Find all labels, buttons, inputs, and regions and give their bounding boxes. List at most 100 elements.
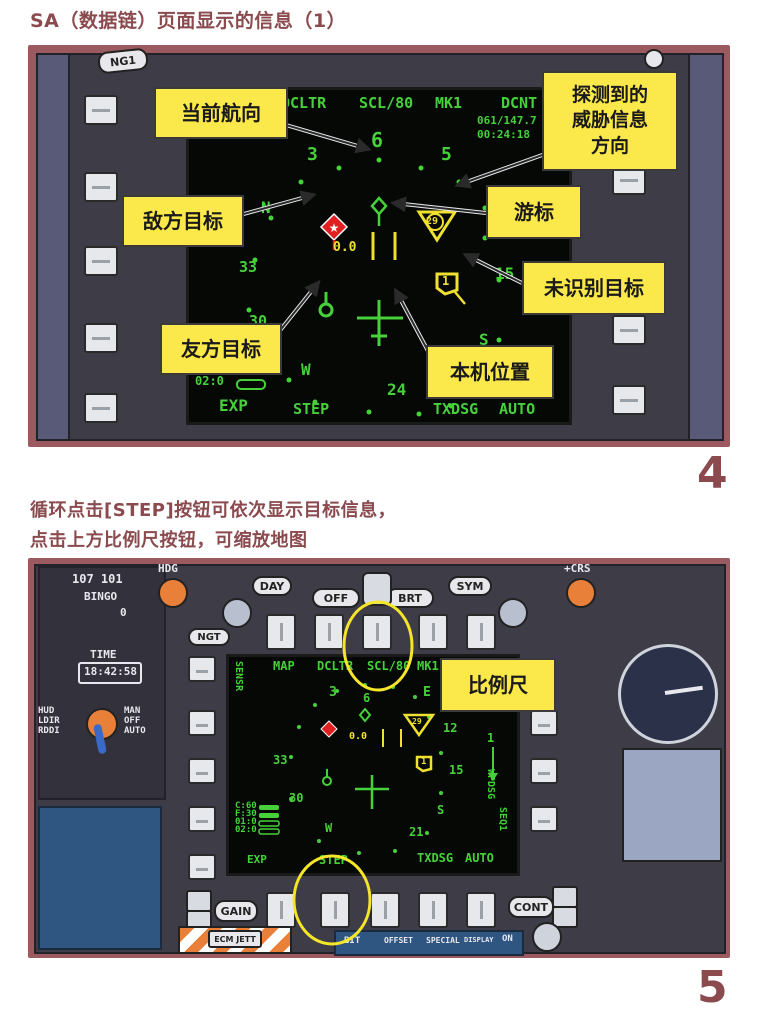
- mk-label-b[interactable]: MK1: [417, 659, 439, 673]
- compass-w: W: [301, 360, 311, 379]
- dcltr-label-b[interactable]: DCLTR: [317, 659, 354, 673]
- sensr-label[interactable]: SENSR: [233, 661, 244, 692]
- bit-label[interactable]: BIT: [344, 936, 361, 946]
- osb-bottom-4[interactable]: [418, 892, 448, 928]
- crs-label: +CRS: [564, 562, 591, 575]
- osb-left-b3[interactable]: [188, 758, 216, 784]
- dcnt-label[interactable]: DCNT: [501, 94, 538, 112]
- dcltr-label[interactable]: DCLTR: [281, 94, 327, 112]
- gain-plate: GAIN: [214, 900, 258, 922]
- compass-b-w: W: [325, 821, 333, 835]
- wpdsg-label[interactable]: WPDSG: [485, 769, 496, 800]
- compass-33: 33: [239, 258, 258, 276]
- left-rocker[interactable]: [222, 598, 252, 628]
- left-display-glass: [38, 806, 162, 950]
- callout-heading: 当前航向: [154, 87, 288, 139]
- scale-label[interactable]: SCL/80: [359, 94, 414, 112]
- compass-b-21: 21: [409, 825, 424, 839]
- brightness-knob[interactable]: [362, 572, 392, 606]
- osb-left-b4[interactable]: [188, 806, 216, 832]
- exp-label[interactable]: EXP: [219, 396, 248, 415]
- right-side-strip: [688, 53, 724, 441]
- osb-bottom-3[interactable]: [370, 892, 400, 928]
- hud-label: HUD: [38, 706, 55, 716]
- left-side-strip: [36, 53, 70, 441]
- section-title-sa: SA（数据链）页面显示的信息（1）: [30, 10, 347, 32]
- top-callout-arrows: [239, 123, 549, 352]
- seq-label[interactable]: SEQ1: [497, 807, 508, 832]
- compass-b-30: 30: [289, 791, 304, 805]
- osb-right-b2[interactable]: [530, 758, 558, 784]
- crs-knob[interactable]: [566, 578, 596, 608]
- osb-left-2[interactable]: [84, 172, 118, 202]
- standby-gauge: [618, 644, 718, 744]
- threat-number: 29: [426, 216, 439, 227]
- scale-label-b[interactable]: SCL/80: [367, 659, 411, 673]
- exp-label-b[interactable]: EXP: [247, 853, 267, 866]
- store-3: 01:0: [235, 817, 257, 827]
- bingo-value: 0: [120, 606, 127, 619]
- scale-highlight-circle: [342, 600, 414, 692]
- step-label[interactable]: STEP: [293, 400, 330, 418]
- instruction-line-2: 点击上方比例尺按钮，可缩放地图: [30, 530, 308, 551]
- osb-right-b1[interactable]: [530, 710, 558, 736]
- right-rocker[interactable]: [498, 598, 528, 628]
- osb-left-1[interactable]: [84, 95, 118, 125]
- osb-left-b1[interactable]: [188, 656, 216, 682]
- heading-number-6: 6: [371, 128, 384, 152]
- cont-plate: CONT: [508, 896, 554, 918]
- osb-top-1[interactable]: [266, 614, 296, 650]
- lower-knob[interactable]: [532, 922, 562, 952]
- osb-right-b3[interactable]: [530, 806, 558, 832]
- osb-top-4[interactable]: [418, 614, 448, 650]
- off-plate: OFF: [312, 588, 360, 608]
- on-label[interactable]: ON: [502, 934, 513, 944]
- osb-left-4[interactable]: [84, 323, 118, 353]
- ecm-jett-button[interactable]: ECM JETT: [208, 930, 262, 948]
- osb-left-5[interactable]: [84, 393, 118, 423]
- special-label[interactable]: SPECIAL: [426, 936, 460, 945]
- callout-threat: 探测到的 威胁信息 方向: [542, 71, 678, 171]
- osb-top-2[interactable]: [314, 614, 344, 650]
- compass-b-6: 6: [363, 691, 371, 705]
- osb-left-3[interactable]: [84, 246, 118, 276]
- hdg-knob[interactable]: [158, 578, 188, 608]
- bingo-label: BINGO: [84, 590, 118, 603]
- osb-right-3[interactable]: [612, 385, 646, 415]
- cursor-readout: 0.0: [333, 240, 357, 255]
- threat-number-b: 29: [412, 717, 422, 726]
- auto-label-b[interactable]: AUTO: [465, 851, 494, 865]
- osb-top-3-scale[interactable]: [362, 614, 392, 650]
- mk-label[interactable]: MK1: [435, 94, 463, 112]
- mode-knob[interactable]: [86, 708, 118, 740]
- txdsg-label[interactable]: TXDSG: [433, 400, 479, 418]
- compass-b-15: 15: [449, 763, 464, 777]
- right-1-label: 1: [487, 731, 495, 745]
- cont-down-button[interactable]: [552, 906, 578, 928]
- osb-bottom-step[interactable]: [320, 892, 350, 928]
- map-label[interactable]: MAP: [273, 659, 295, 673]
- osb-right-2[interactable]: [612, 315, 646, 345]
- osb-left-b2[interactable]: [188, 710, 216, 736]
- osb-left-b5[interactable]: [188, 854, 216, 880]
- display-label[interactable]: DISPLAY: [464, 936, 494, 944]
- top-illustration-frame: NG1 DCLTR SCL/80 MK1 DCNT 061/147.7 00:2…: [28, 45, 730, 447]
- bottom-illustration-frame: 107 101 BINGO 0 TIME 18:42:58 HUD LDIR R…: [28, 558, 730, 958]
- time-readout: 00:24:18: [477, 128, 530, 141]
- auto-label-left: AUTO: [124, 726, 146, 736]
- compass-5: 5: [441, 144, 452, 165]
- osb-bottom-5[interactable]: [466, 892, 496, 928]
- callout-cursor: 游标: [486, 185, 582, 239]
- txdsg-label-b[interactable]: TXDSG: [417, 851, 454, 865]
- compass-s: S: [479, 330, 489, 349]
- osb-top-5[interactable]: [466, 614, 496, 650]
- instruction-line-1: 循环点击[STEP]按钮可依次显示目标信息，: [30, 500, 397, 521]
- callout-ownship: 本机位置: [426, 345, 554, 399]
- compass-b-3: 3: [329, 685, 337, 700]
- compass-b-s: S: [437, 803, 445, 817]
- auto-label[interactable]: AUTO: [499, 400, 536, 418]
- rddi-label: RDDI: [38, 726, 60, 736]
- store-1: C:60: [235, 801, 257, 811]
- offset-label[interactable]: OFFSET: [384, 936, 413, 945]
- sym-plate: SYM: [448, 576, 492, 596]
